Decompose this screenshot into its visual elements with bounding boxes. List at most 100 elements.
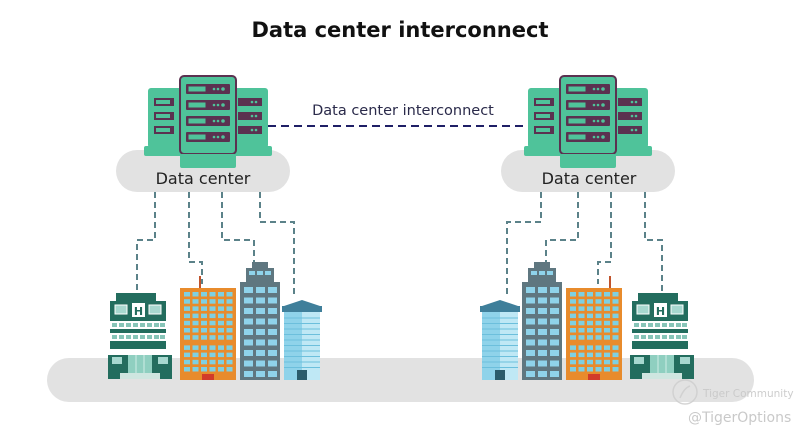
window [201, 352, 207, 358]
window [587, 313, 593, 319]
window [192, 335, 199, 340]
window [526, 360, 535, 367]
window [538, 329, 547, 335]
connection-line [597, 192, 612, 284]
window [265, 271, 271, 275]
window [256, 318, 265, 325]
window [604, 328, 610, 333]
window [578, 359, 585, 365]
window [226, 299, 233, 304]
window [256, 339, 265, 346]
window [612, 345, 619, 350]
window [244, 339, 253, 346]
connection-line [221, 192, 255, 262]
server-rack-icon [523, 75, 653, 169]
hospital-sign: H [134, 305, 143, 318]
hospital-building: H [629, 292, 695, 380]
window [209, 320, 216, 326]
window [604, 367, 610, 372]
window [612, 335, 619, 340]
window [268, 308, 277, 314]
window [550, 318, 559, 325]
window [538, 350, 547, 356]
window [244, 371, 253, 377]
data-center-cloud [116, 150, 290, 192]
window [209, 306, 216, 311]
window [526, 339, 535, 346]
window [209, 352, 216, 358]
window [192, 352, 199, 358]
window [595, 345, 602, 350]
window [604, 335, 610, 340]
window [538, 318, 547, 325]
window [595, 328, 602, 333]
window [538, 371, 547, 377]
window [587, 335, 593, 340]
window [244, 350, 253, 356]
window [526, 318, 535, 325]
window [218, 335, 224, 340]
window [538, 339, 547, 346]
window [226, 306, 233, 311]
window [218, 352, 224, 358]
window [538, 360, 547, 367]
server-rack-icon [143, 75, 273, 169]
window [184, 359, 190, 365]
hospital-sign: H [656, 305, 665, 318]
window [570, 292, 576, 297]
connection-line [506, 192, 542, 298]
window [192, 359, 199, 365]
window [209, 313, 216, 319]
window [184, 320, 190, 326]
window [201, 320, 207, 326]
window [209, 328, 216, 333]
window [184, 345, 190, 350]
window [595, 367, 602, 372]
watermark-handle: @TigerOptions [688, 410, 791, 426]
window [201, 306, 207, 311]
window [201, 299, 207, 304]
window [218, 306, 224, 311]
window [578, 299, 585, 304]
window [184, 292, 190, 297]
window [612, 299, 619, 304]
window [192, 320, 199, 326]
window [604, 292, 610, 297]
window [226, 292, 233, 297]
window [595, 292, 602, 297]
window [587, 320, 593, 326]
window [550, 339, 559, 346]
window [226, 367, 233, 372]
window [612, 352, 619, 358]
window [587, 345, 593, 350]
window [570, 320, 576, 326]
window [226, 335, 233, 340]
window [570, 345, 576, 350]
window [244, 360, 253, 367]
window [612, 306, 619, 311]
window [218, 320, 224, 326]
window [526, 350, 535, 356]
watermark-community: Tiger Community [702, 388, 794, 400]
window [578, 320, 585, 326]
window [595, 313, 602, 319]
window [526, 308, 535, 314]
window [526, 287, 535, 293]
window [218, 292, 224, 297]
connection-line [188, 192, 203, 284]
window [587, 299, 593, 304]
window [192, 292, 199, 297]
window [226, 345, 233, 350]
window [538, 287, 547, 293]
window [570, 313, 576, 319]
window [578, 367, 585, 372]
window [226, 320, 233, 326]
window [244, 318, 253, 325]
window [531, 271, 537, 275]
window [538, 297, 547, 304]
blue-tower-building [282, 300, 322, 380]
window [218, 328, 224, 333]
window [192, 306, 199, 311]
window [218, 367, 224, 372]
